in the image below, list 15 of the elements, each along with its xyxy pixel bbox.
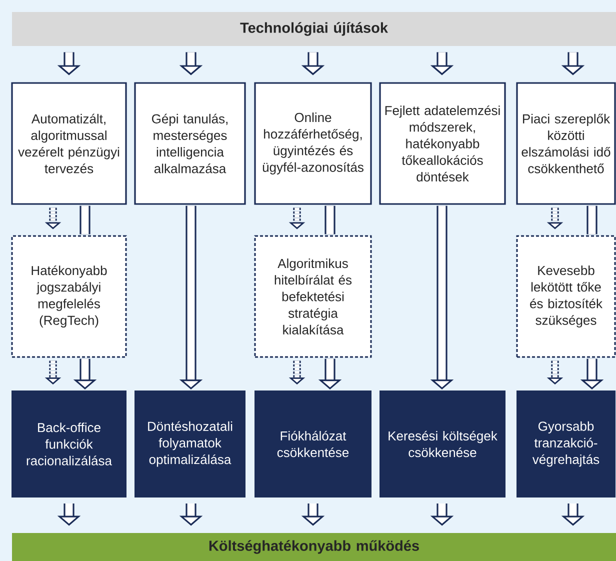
dashed-box: Algoritmikus hitelbírálat és befektetési stratégia kialakítása xyxy=(254,235,372,358)
text-box: Fejlett adatelemzési módszerek, hatékonyabb tőkeallokációs döntések xyxy=(379,82,506,205)
header-band: Technológiai újítások xyxy=(12,12,616,46)
text-box: Piaci szereplők közötti elszámolási idő csökkenthető xyxy=(516,82,616,205)
result-box: Fiókhálózat csökkentése xyxy=(254,390,372,498)
result-box: Keresési költségek csökkenése xyxy=(380,390,506,498)
dashed-box: Kevesebb lekötött tőke és biztosíték szükséges xyxy=(516,235,616,358)
result-box: Gyorsabb tranzakció-végrehajtás xyxy=(516,390,616,498)
text-box: Online hozzáférhetőség, ügyintézés és ügyfél-azonosítás xyxy=(254,82,372,205)
text-box: Gépi tanulás, mesterséges intelligencia alkalmazása xyxy=(134,82,246,205)
result-box: Back-office funkciók racionalizálása xyxy=(12,390,126,498)
footer-band: Költséghatékonyabb működés xyxy=(12,533,616,561)
dashed-box: Hatékonyabb jogszabályi megfelelés (RegTech) xyxy=(11,235,127,358)
result-box: Döntéshozatali folyamatok optimalizálása xyxy=(134,390,246,498)
text-box: Automatizált, algoritmussal vezérelt pénzügyi tervezés xyxy=(11,82,127,205)
